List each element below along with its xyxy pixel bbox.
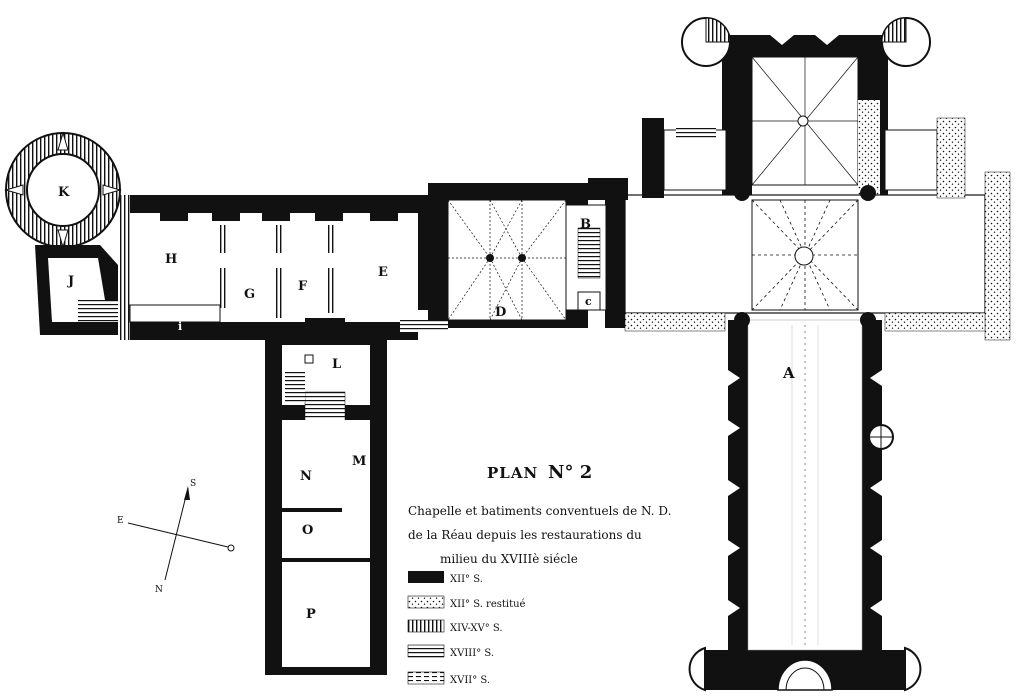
- room-label-c: c: [585, 295, 592, 308]
- plan-caption-line3: milieu du XVIIIè siécle: [440, 552, 578, 566]
- legend-label-3: XIV-XV° S.: [450, 623, 503, 634]
- room-label-j: J: [67, 274, 74, 289]
- chapter-house: [428, 178, 628, 328]
- compass-east: E: [117, 516, 124, 526]
- room-label-p: P: [306, 607, 316, 622]
- room-label-g: G: [244, 287, 255, 302]
- nave: [688, 319, 922, 692]
- room-label-i: i: [178, 320, 182, 333]
- south-wing: [265, 335, 387, 675]
- compass-rose: S E N O: [117, 479, 237, 595]
- legend-swatch-solid: [408, 571, 444, 583]
- plan-caption-line1: Chapelle et batiments conventuels de N. …: [408, 504, 671, 518]
- room-label-f: F: [298, 279, 308, 294]
- legend-swatch-hhatch: [407, 644, 445, 658]
- room-label-a: A: [782, 364, 795, 382]
- legend-label-5: XVII° S.: [450, 675, 490, 686]
- room-label-h: H: [165, 252, 177, 267]
- room-label-n: N: [300, 469, 312, 484]
- title-block: PLAN N° 2 Chapelle et batiments conventu…: [408, 462, 671, 566]
- room-label-m: M: [352, 454, 366, 469]
- compass-north: N: [155, 585, 163, 595]
- legend-swatch-stipple: [407, 595, 445, 609]
- compass-south: S: [190, 479, 196, 489]
- legend-swatch-dashed: [407, 671, 445, 685]
- room-label-k: K: [58, 185, 70, 200]
- tower: [4, 131, 122, 335]
- choir: [681, 17, 931, 200]
- compass-west: O: [236, 551, 237, 553]
- legend-label-2: XII° S. restitué: [450, 599, 526, 610]
- room-label-b: B: [580, 217, 591, 232]
- legend-label-4: XVIII° S.: [450, 648, 494, 659]
- crossing: [605, 117, 1011, 341]
- room-label-l: L: [332, 357, 341, 372]
- legend: XII° S. XII° S. restitué XIV-XV° S. XVII…: [407, 571, 526, 686]
- legend-label-1: XII° S.: [450, 574, 483, 585]
- plan-title: PLAN: [487, 464, 538, 482]
- room-labels: A B c D E F G H i J K L M N O P: [58, 185, 795, 622]
- legend-swatch-vhatch: [407, 619, 445, 633]
- plan-caption-line2: de la Réau depuis les restaurations du: [408, 528, 642, 542]
- room-label-o: O: [302, 523, 313, 538]
- conventual-wing: [118, 195, 448, 340]
- room-label-d: D: [495, 305, 506, 320]
- plan-number: N° 2: [548, 462, 592, 483]
- room-label-e: E: [378, 265, 388, 280]
